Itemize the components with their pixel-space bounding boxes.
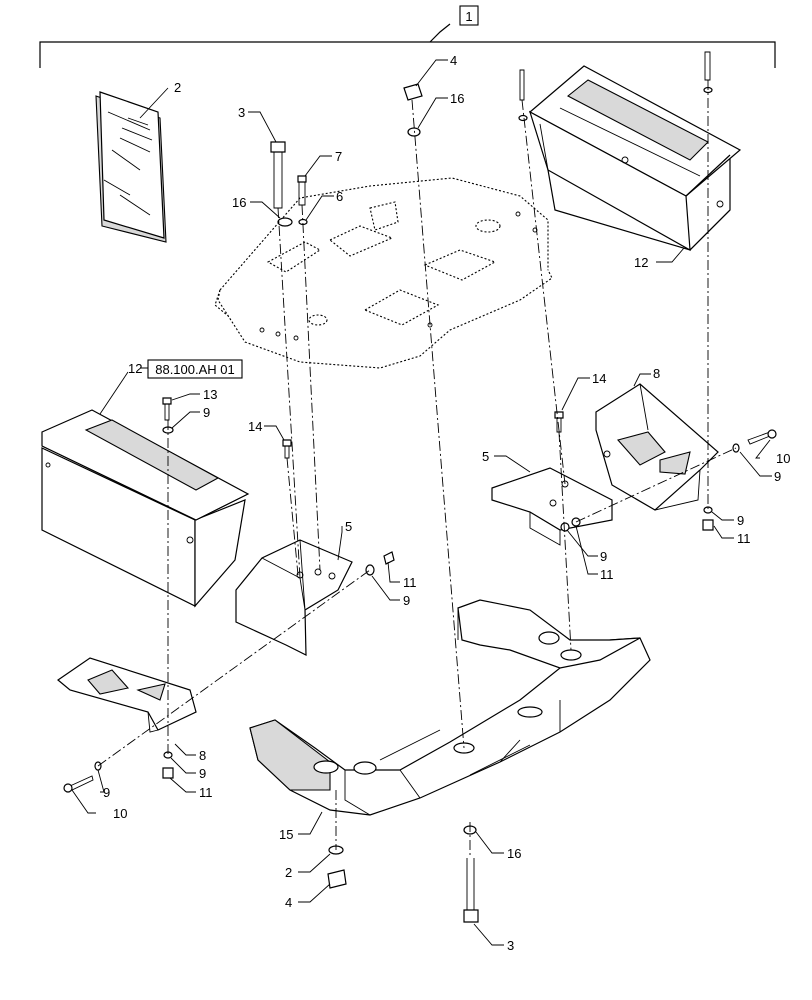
assembly-axes: [97, 80, 737, 858]
callout-15: 15: [279, 827, 293, 842]
leader-lines: [71, 59, 772, 946]
bracket-left-5: [235, 539, 353, 656]
callout-5-left: 5: [345, 519, 352, 534]
callout-3-bottom: 3: [507, 938, 514, 953]
storage-box-left: [41, 409, 250, 608]
callout-13: 13: [203, 387, 217, 402]
reference-box-frame: [147, 359, 243, 379]
callout-10-left: 10: [113, 806, 127, 821]
callout-14-left: 14: [248, 419, 262, 434]
callout-12-left: 12: [128, 361, 142, 376]
callout-11-left-bracket: 11: [199, 785, 213, 800]
callout-11-mid-right: 11: [600, 567, 614, 582]
callout-10-right: 10: [776, 451, 790, 466]
bracket-left-8: [57, 657, 197, 733]
fasteners: [63, 51, 777, 923]
callout-11-mid: 11: [403, 575, 417, 590]
item-1-label: 1: [465, 9, 472, 24]
callout-11-right: 11: [737, 531, 751, 546]
callout-9-right-a: 9: [774, 469, 781, 484]
callout-7: 7: [335, 149, 342, 164]
front-frame-15: [249, 599, 651, 816]
callout-9-bolt: 9: [103, 785, 110, 800]
storage-box-right: [528, 65, 742, 252]
callout-16-left: 16: [232, 195, 246, 210]
bracket-right-5: [491, 467, 613, 546]
reference-label: 88.100.AH 01: [155, 362, 235, 377]
callout-9-mid: 9: [403, 593, 410, 608]
callout-8-left: 8: [199, 748, 206, 763]
assembly-bracket: 1: [39, 5, 776, 68]
callout-8-right: 8: [653, 366, 660, 381]
callout-9-left-bracket: 9: [199, 766, 206, 781]
callout-4-top: 4: [450, 53, 457, 68]
callout-16-bottom: 16: [507, 846, 521, 861]
callouts: 2 3 4 16 16 7 6 12 12 13 9 14 14 8 5 10 …: [103, 53, 790, 953]
callout-9-mid-right: 9: [600, 549, 607, 564]
callout-2-manual: 2: [174, 80, 181, 95]
callout-5-right: 5: [482, 449, 489, 464]
callout-9-left-top: 9: [203, 405, 210, 420]
floor-plate: [214, 177, 553, 369]
callout-4-bottom: 4: [285, 895, 292, 910]
callout-14-right: 14: [592, 371, 606, 386]
item-1-box: [459, 5, 479, 26]
reference-box: 88.100.AH 01: [147, 359, 243, 379]
bracket-right-8: [595, 383, 719, 511]
callout-3-top: 3: [238, 105, 245, 120]
installation-manual: [95, 91, 167, 243]
callout-9-right-b: 9: [737, 513, 744, 528]
callout-2-bottom: 2: [285, 865, 292, 880]
callout-12-right: 12: [634, 255, 648, 270]
callout-6: 6: [336, 189, 343, 204]
callout-16-top-right: 16: [450, 91, 464, 106]
